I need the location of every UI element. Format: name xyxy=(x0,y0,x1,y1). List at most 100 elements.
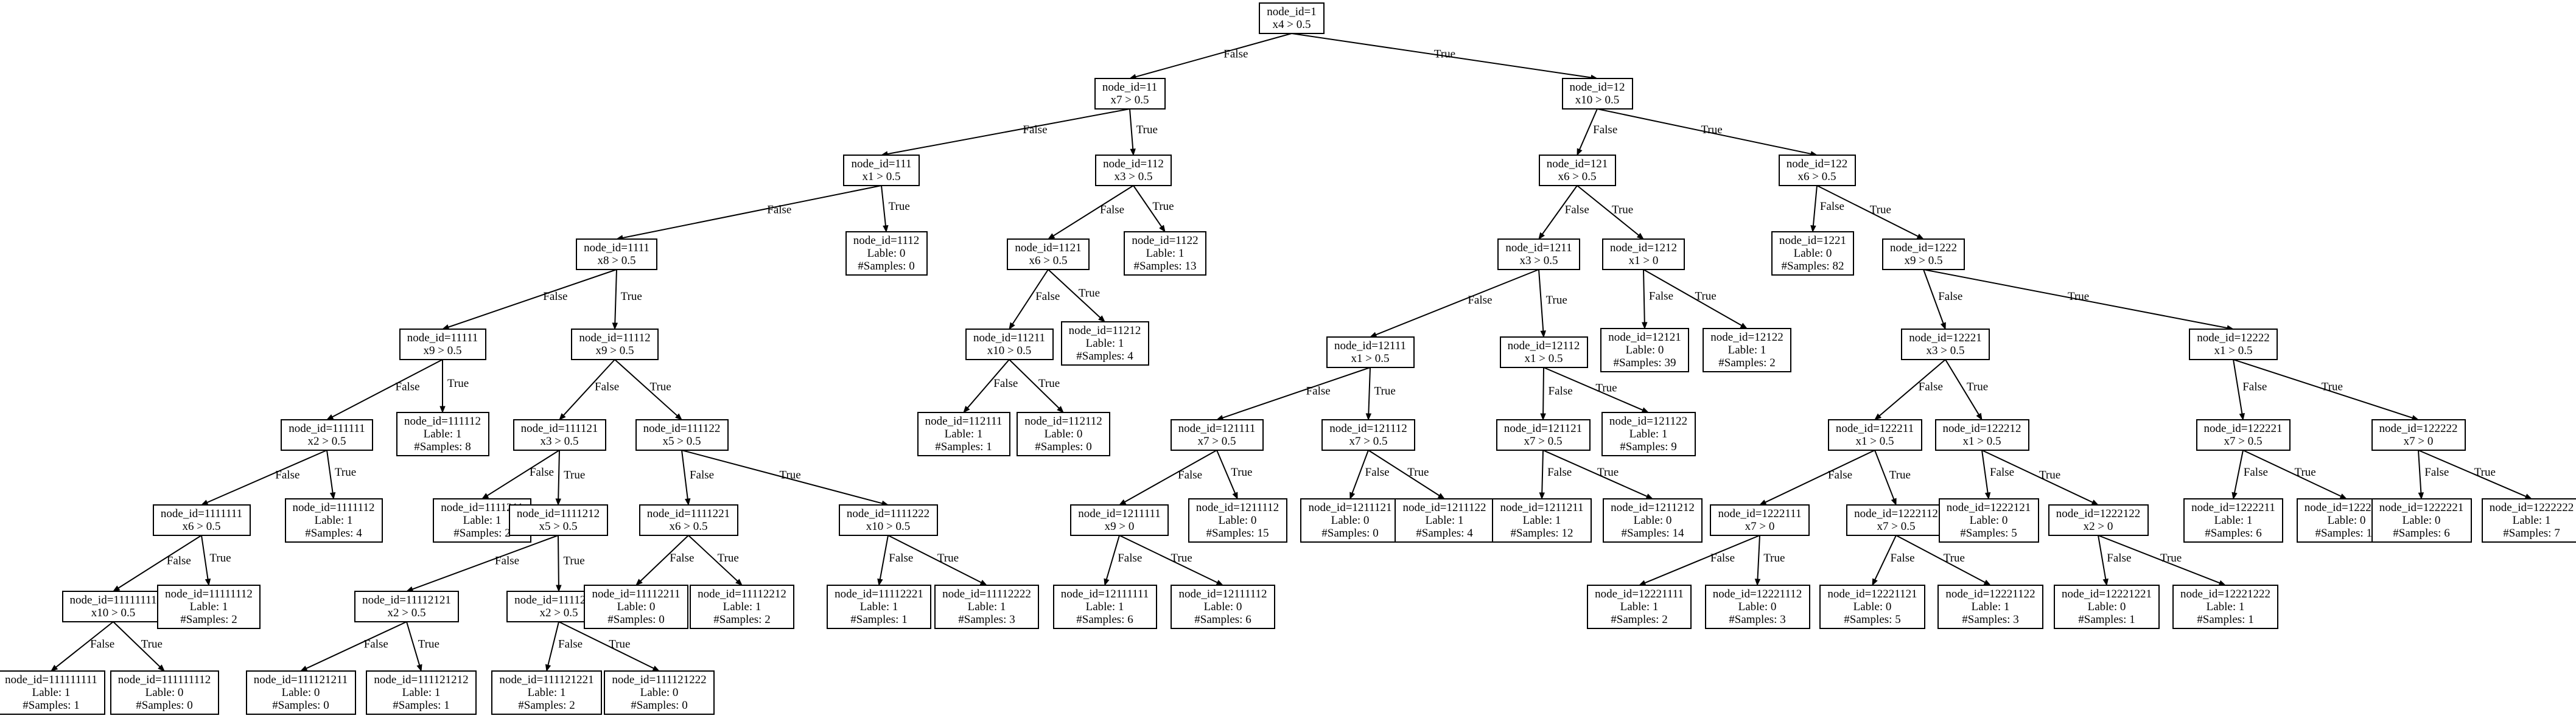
node-id-label: node_id=1222121 xyxy=(1947,501,2031,514)
edge-line xyxy=(681,450,883,504)
split-condition-label: x9 > 0.5 xyxy=(424,344,462,357)
edge-121112-to-1211122: True xyxy=(1368,450,1446,499)
arrowhead-icon xyxy=(1984,492,1991,500)
split-condition-label: x2 > 0 xyxy=(2084,520,2113,533)
node-id-label: node_id=111121 xyxy=(521,422,598,435)
arrowhead-icon xyxy=(556,585,562,593)
edge-line xyxy=(1923,269,1944,324)
edge-111-to-1112: True xyxy=(881,185,910,233)
split-condition-label: x1 > 0.5 xyxy=(1525,352,1563,365)
node-box xyxy=(1602,238,1685,270)
split-condition-label: x10 > 0.5 xyxy=(1575,94,1619,106)
node-id-label: node_id=11111111 xyxy=(70,594,157,607)
node-box xyxy=(509,504,608,536)
edge-1111212-to-11112122: True xyxy=(556,535,585,593)
node-box xyxy=(576,238,657,270)
edge-label-false: False xyxy=(1890,552,1914,565)
node-box xyxy=(2189,329,2278,360)
edge-11211-to-112112: True xyxy=(1009,359,1064,413)
class-label: Lable: 1 xyxy=(860,600,898,613)
split-condition-label: x9 > 0.5 xyxy=(596,344,634,357)
arrowhead-icon xyxy=(1349,492,1356,500)
arrowhead-icon xyxy=(1810,225,1816,233)
node-id-label: node_id=121122 xyxy=(1609,415,1687,428)
arrowhead-icon xyxy=(158,664,165,672)
node-id-label: node_id=1222211 xyxy=(2191,501,2275,514)
edge-line xyxy=(1052,185,1134,237)
arrowhead-icon xyxy=(2231,492,2238,500)
arrowhead-icon xyxy=(1369,332,1377,338)
arrowhead-icon xyxy=(50,664,58,672)
split-condition-label: x1 > 0.5 xyxy=(1856,435,1894,448)
node-box xyxy=(2054,585,2160,629)
edge-label-true: True xyxy=(780,469,801,482)
edge-line xyxy=(206,450,327,503)
edge-121112-to-1211121: False xyxy=(1349,450,1390,500)
node-box xyxy=(1061,321,1149,366)
edge-11111-to-111111: False xyxy=(326,359,443,420)
class-label: Lable: 1 xyxy=(463,514,502,527)
edge-111111-to-1111111: False xyxy=(200,450,327,506)
edge-11112121-to-111121212: True xyxy=(406,621,439,672)
node-box xyxy=(1053,585,1157,629)
class-label: Lable: 1 xyxy=(1426,514,1464,527)
node-id-label: node_id=121112 xyxy=(1329,422,1407,435)
node-box xyxy=(153,504,251,536)
node-id-label: node_id=11112122 xyxy=(514,594,603,607)
node-box xyxy=(1095,155,1172,186)
node-box xyxy=(1017,412,1110,456)
class-label: Lable: 0 xyxy=(1853,600,1892,613)
node-box xyxy=(1935,419,2029,451)
edge-line xyxy=(1133,185,1163,228)
edge-label-false: False xyxy=(889,552,913,565)
edge-122222-to-1222222: True xyxy=(2418,450,2533,499)
edge-1111222-to-11112221: False xyxy=(877,535,913,586)
edge-1222122-to-12221221: False xyxy=(2098,535,2131,586)
edge-label-false: False xyxy=(2244,466,2268,479)
arrowhead-icon xyxy=(963,405,970,414)
sample-count-label: #Samples: 0 xyxy=(631,699,687,712)
arrowhead-icon xyxy=(612,322,618,330)
edge-11111-to-111112: True xyxy=(439,360,469,414)
edge-line xyxy=(1643,269,1742,326)
node-box xyxy=(0,670,105,715)
edge-label-true: True xyxy=(1374,385,1396,398)
edge-1111212-to-11112121: False xyxy=(405,535,559,592)
arrowhead-icon xyxy=(1759,499,1767,506)
edge-label-true: True xyxy=(141,638,163,650)
edge-12111-to-121112: True xyxy=(1365,367,1396,421)
node-box xyxy=(1819,585,1925,629)
node-box xyxy=(1703,328,1791,372)
edge-label-false: False xyxy=(1223,47,1248,60)
class-label: Lable: 1 xyxy=(968,600,1006,613)
sample-count-label: #Samples: 13 xyxy=(1134,260,1197,273)
node-id-label: node_id=122222 xyxy=(2379,422,2458,435)
node-id-label: node_id=121121 xyxy=(1504,422,1582,435)
sample-count-label: #Samples: 2 xyxy=(518,699,575,712)
arrowhead-icon xyxy=(299,666,308,672)
edge-1211111-to-12111112: True xyxy=(1119,535,1224,586)
edge-line xyxy=(688,535,738,582)
node-id-label: node_id=1211111 xyxy=(1078,507,1161,520)
split-condition-label: x2 > 0.5 xyxy=(540,607,578,619)
split-condition-label: x3 > 0.5 xyxy=(1115,170,1153,183)
edge-label-false: False xyxy=(90,638,114,650)
node-id-label: node_id=12122 xyxy=(1710,331,1783,344)
edge-label-false: False xyxy=(1549,385,1573,398)
